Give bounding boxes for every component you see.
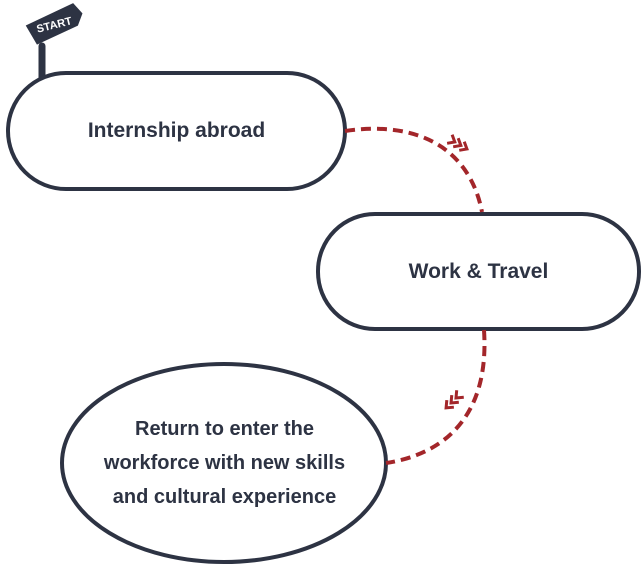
node-work-and-travel-shape (316, 212, 641, 331)
connector-2-arrows (444, 390, 464, 410)
chevron-right-icon (452, 137, 463, 149)
chevron-left-icon (444, 399, 455, 410)
chevron-right-icon (458, 141, 469, 152)
node-internship-abroad-label: Internship abroad (87, 119, 266, 142)
connector-1-arrows (446, 134, 469, 152)
chevron-left-icon (449, 395, 459, 405)
connector-2 (385, 329, 487, 465)
connector-1 (344, 126, 484, 213)
node-return-label: Return to enter the workforce with new s… (103, 418, 346, 508)
chevron-right-icon (446, 134, 457, 145)
node-work-and-travel-label: Work & Travel (408, 259, 549, 283)
start-flag: START (25, 3, 83, 45)
chevron-left-icon (454, 390, 464, 400)
start-flag-banner (25, 3, 83, 45)
